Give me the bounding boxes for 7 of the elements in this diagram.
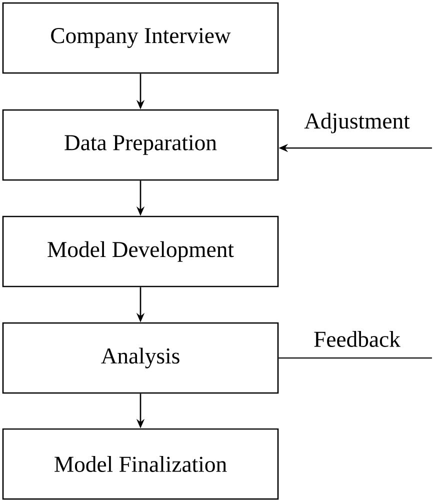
edge-label: Feedback xyxy=(314,331,400,347)
process-box: Company Interview xyxy=(2,2,279,74)
process-box: Data Preparation xyxy=(2,109,279,181)
edge-label: Adjustment xyxy=(304,112,410,134)
process-box: Analysis xyxy=(2,322,279,394)
process-box: Model Finalization xyxy=(2,428,279,500)
process-box: Model Development xyxy=(2,216,279,288)
